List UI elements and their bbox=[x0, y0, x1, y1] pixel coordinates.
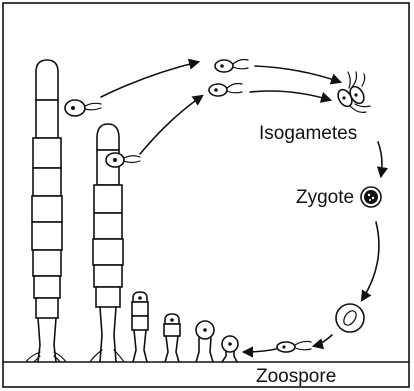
label-zoospore: Zoospore bbox=[256, 366, 336, 387]
zoospore-releasing-medium bbox=[106, 153, 140, 167]
germling-2-cell bbox=[196, 321, 214, 362]
isogamete-top-2 bbox=[209, 84, 242, 97]
label-zygote: Zygote bbox=[296, 187, 354, 208]
isogametes-fusing bbox=[335, 72, 370, 112]
arrow-gametes-to-fusion-top bbox=[255, 66, 340, 82]
zoospore-swimming bbox=[277, 341, 311, 352]
arrow-gametes-to-fusion-lower bbox=[250, 91, 330, 100]
germling-4-cell bbox=[132, 292, 148, 362]
arrow-filament-to-gametes-top bbox=[101, 62, 198, 97]
label-isogametes: Isogametes bbox=[259, 123, 357, 144]
arrow-zoospore-to-germling bbox=[244, 349, 276, 352]
germling-3-cell bbox=[164, 314, 180, 362]
arrow-filament-to-gametes-lower bbox=[140, 96, 202, 154]
filament-tall bbox=[26, 60, 66, 362]
zygote-cell bbox=[361, 187, 381, 207]
arrow-zygote-to-germination bbox=[362, 222, 379, 300]
arrow-germination-to-zoospore bbox=[314, 335, 332, 346]
isogamete-top-1 bbox=[215, 60, 248, 73]
arrow-fusion-to-zygote bbox=[378, 142, 382, 176]
germling-1-cell bbox=[222, 336, 238, 362]
germinating-zygote bbox=[336, 304, 364, 332]
zoospore-releasing-tall bbox=[65, 100, 101, 116]
